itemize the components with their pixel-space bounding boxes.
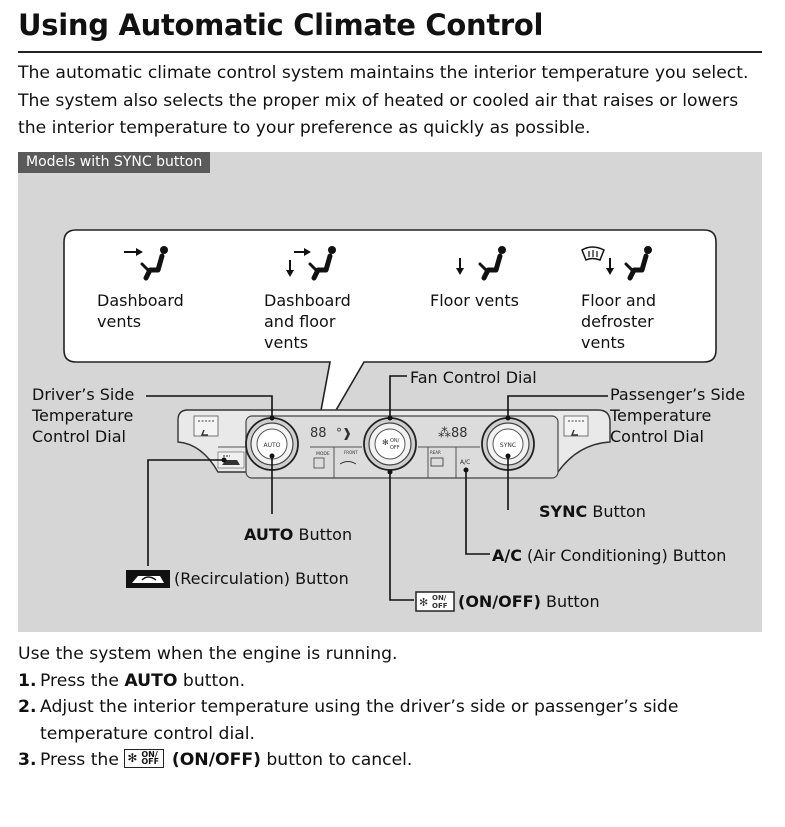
mode-label: Dashboard xyxy=(97,291,184,310)
rear-defrost-button-icon[interactable]: REAR xyxy=(430,450,444,467)
mode-button-label[interactable]: MODE xyxy=(316,451,330,457)
step-number: 1. xyxy=(18,670,37,691)
mode-display-icon: °❱ xyxy=(336,426,352,440)
driver-temp-display: 88 xyxy=(310,426,327,441)
callout-leaders xyxy=(146,375,608,601)
step-2: 2. Adjust the interior temperature using… xyxy=(18,694,768,721)
figure-tag: Models with SYNC button xyxy=(18,152,211,173)
step-2-continued: temperature control dial. xyxy=(40,723,255,744)
ac-button-label[interactable]: A/C xyxy=(460,459,470,466)
seat-heater-right-icon xyxy=(563,415,589,437)
sync-button-callout: SYNC Button xyxy=(539,502,646,521)
mode-label: and floor xyxy=(264,312,336,331)
title-rule xyxy=(18,51,762,53)
lead-sentence: Use the system when the engine is runnin… xyxy=(18,644,398,664)
svg-text:ON/: ON/ xyxy=(432,594,447,602)
onoff-off-label[interactable]: OFF xyxy=(390,445,400,451)
recirculation-panel-icon[interactable] xyxy=(217,451,245,469)
step-number: 2. xyxy=(18,697,37,717)
control-panel: AUTO 88 °❱ MODE FRONT ✻ ON/ OFF ⁂88 xyxy=(177,409,611,479)
dashboard-vents-icon xyxy=(124,246,168,281)
step-text: Adjust the interior temperature using th… xyxy=(40,697,679,717)
intro-line: The automatic climate control system mai… xyxy=(18,63,749,83)
intro-paragraph: The automatic climate control system mai… xyxy=(18,60,768,143)
onoff-icon: ✻ ON/ OFF xyxy=(415,591,455,612)
step-text: Press the AUTO button. xyxy=(40,670,246,691)
mode-label: Dashboard xyxy=(264,291,351,310)
step-number: 3. xyxy=(18,750,37,770)
onoff-button-callout: (ON/OFF) Button xyxy=(458,592,600,611)
passenger-dial-label: Passenger’s Side xyxy=(610,385,745,404)
sync-button-label[interactable]: SYNC xyxy=(500,442,516,449)
mode-label: vents xyxy=(581,333,625,352)
step-3: 3. Press the ✻ON/OFF (ON/OFF) button to … xyxy=(18,747,768,774)
mode-label: vents xyxy=(264,333,308,352)
fan-control-dial[interactable]: ✻ ON/ OFF xyxy=(363,417,417,471)
seat-heater-left-icon xyxy=(193,415,219,437)
auto-button-callout: AUTO Button xyxy=(244,525,352,544)
step-1: 1. Press the AUTO button. xyxy=(18,668,768,695)
svg-text:REAR: REAR xyxy=(430,450,441,455)
mode-callout-bubble xyxy=(63,229,717,449)
mode-label: defroster xyxy=(581,312,654,331)
auto-button-label[interactable]: AUTO xyxy=(264,442,281,449)
recirculation-button-callout: (Recirculation) Button xyxy=(174,569,349,588)
mode-label: Floor vents xyxy=(430,291,519,310)
climate-diagram: Dashboard vents Dashboard and floor vent… xyxy=(31,229,745,612)
intro-line: the interior temperature to your prefere… xyxy=(18,118,591,138)
mode-label: Floor and xyxy=(581,291,656,310)
driver-dial-label: Temperature xyxy=(31,406,133,425)
mode-button-icon[interactable] xyxy=(313,457,325,469)
page-title: Using Automatic Climate Control xyxy=(18,8,544,42)
floor-vents-icon xyxy=(456,246,506,281)
svg-text:✻: ✻ xyxy=(419,596,428,609)
svg-text:FRONT: FRONT xyxy=(344,450,358,455)
driver-dial-label: Driver’s Side xyxy=(32,385,134,404)
mode-label: vents xyxy=(97,312,141,331)
fan-dial-label: Fan Control Dial xyxy=(410,368,537,387)
onoff-on-label[interactable]: ON/ xyxy=(390,438,400,444)
climate-control-figure: Dashboard vents Dashboard and floor vent… xyxy=(18,152,762,632)
front-defrost-button-icon[interactable]: FRONT xyxy=(339,450,358,465)
floor-defroster-vents-icon xyxy=(581,246,652,281)
passenger-dial-label: Temperature xyxy=(609,406,711,425)
step-text: Press the ✻ON/OFF (ON/OFF) button to can… xyxy=(40,749,413,770)
passenger-temperature-dial[interactable]: SYNC xyxy=(481,417,535,471)
onoff-icon: ✻ON/OFF xyxy=(124,749,165,768)
fan-icon: ✻ xyxy=(382,438,389,447)
callout-dots xyxy=(221,415,511,475)
recirculation-icon xyxy=(126,570,170,588)
ac-button-callout: A/C (Air Conditioning) Button xyxy=(492,546,726,565)
driver-temperature-dial[interactable]: AUTO xyxy=(245,417,299,471)
passenger-dial-label: Control Dial xyxy=(610,427,704,446)
dashboard-floor-vents-icon xyxy=(286,246,336,281)
intro-line: The system also selects the proper mix o… xyxy=(18,90,739,111)
passenger-temp-display: ⁂88 xyxy=(438,426,468,441)
driver-dial-label: Control Dial xyxy=(32,427,126,446)
svg-text:OFF: OFF xyxy=(432,602,448,610)
instructions: Use the system when the engine is runnin… xyxy=(18,641,768,774)
